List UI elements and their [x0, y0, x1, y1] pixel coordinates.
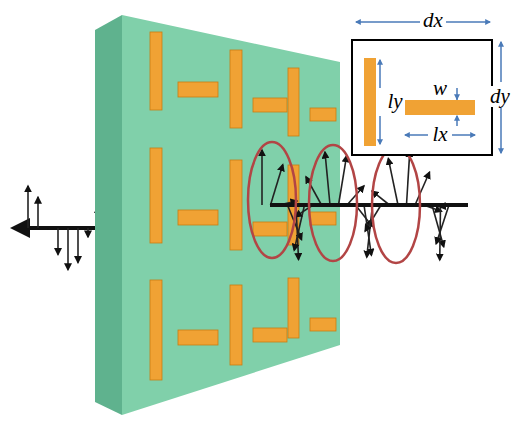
- field-arrow: [37, 197, 39, 228]
- unit-horizontal-bar: [405, 100, 475, 115]
- field-arrow: [87, 228, 89, 237]
- dimension-arrows: [356, 22, 501, 153]
- field-arrow: [271, 165, 283, 205]
- dimension-label: dy: [490, 86, 510, 107]
- dimension-label: lx: [432, 124, 447, 145]
- metasurface-panel: [122, 15, 340, 415]
- input-axis: [270, 203, 468, 207]
- panel-side: [95, 15, 122, 415]
- helix-loops: [248, 142, 420, 263]
- dimension-label: ly: [387, 91, 402, 112]
- unit-cell-box: [352, 40, 492, 155]
- field-arrow: [27, 186, 29, 228]
- field-arrow: [261, 150, 263, 205]
- field-arrow: [325, 152, 330, 205]
- field-arrow: [388, 159, 398, 205]
- field-arrow: [57, 228, 59, 254]
- dimension-label: dx: [423, 10, 443, 31]
- field-arrow: [339, 156, 347, 205]
- unit-vertical-bar: [364, 58, 376, 146]
- dimension-label: w: [433, 78, 447, 99]
- field-arrow: [436, 205, 449, 244]
- field-arrow: [67, 228, 69, 270]
- field-arrow: [372, 191, 389, 205]
- field-arrow: [77, 228, 79, 262]
